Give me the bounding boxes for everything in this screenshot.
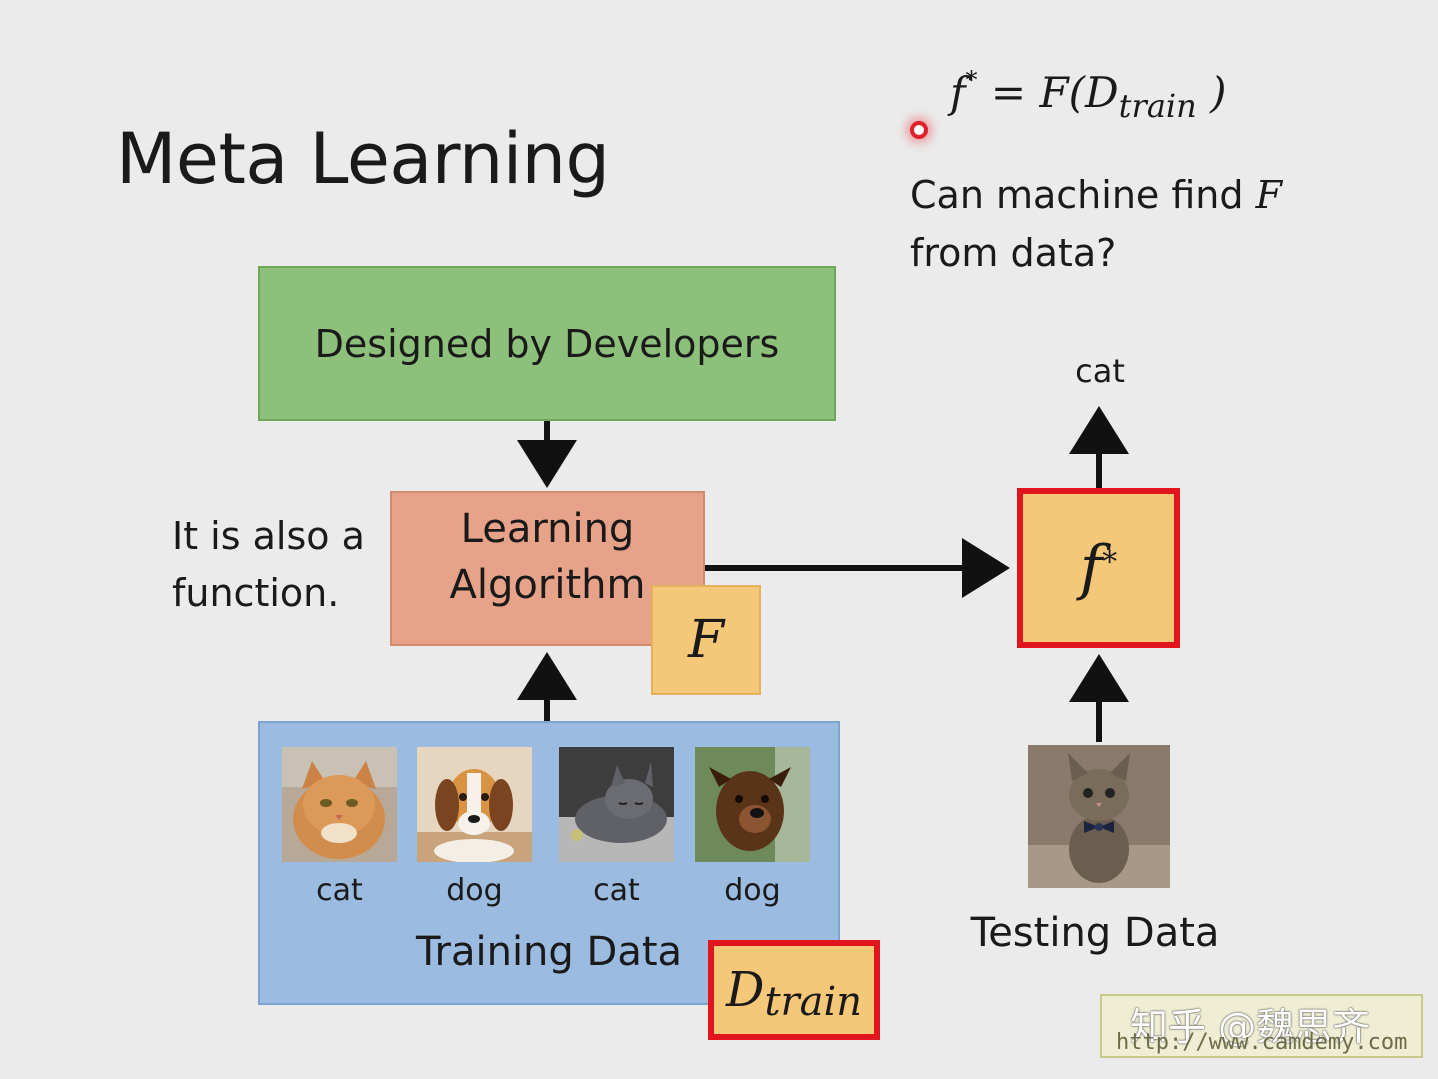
training-label-3: cat	[593, 873, 640, 908]
also-function-line-2: function.	[172, 571, 340, 615]
zhihu-watermark-text: 知乎 @魏思齐	[1130, 1005, 1371, 1049]
training-label-2: dog	[446, 873, 503, 908]
dtrain-base: D	[725, 962, 765, 1018]
dtrain-sub: train	[764, 979, 863, 1025]
formula-lhs: f	[950, 68, 966, 117]
training-dog-photo-1	[417, 747, 532, 862]
formula-lhs-sup: *	[965, 66, 978, 94]
f-star-box: f*	[1017, 488, 1180, 648]
training-data-label: Training Data	[415, 929, 683, 975]
formula-rhs-sub: train	[1118, 87, 1197, 125]
training-cat-photo-2	[559, 747, 674, 862]
learning-algorithm-line-1: Learning	[460, 505, 635, 552]
learning-algorithm-line-2: Algorithm	[449, 561, 646, 608]
also-a-function-text: It is also a function.	[172, 508, 365, 622]
question-line-2: from data?	[910, 231, 1117, 275]
designed-by-developers-label: Designed by Developers	[314, 321, 780, 366]
learning-algorithm-box: Learning Algorithm	[390, 491, 705, 646]
training-dog-photo-2	[695, 747, 810, 862]
training-cat-photo-1	[282, 747, 397, 862]
watermark-url: http://www.camdemy.com	[1116, 1030, 1408, 1055]
f-star-base: f	[1079, 533, 1103, 603]
formula-rhs-close: )	[1210, 68, 1227, 117]
also-function-line-1: It is also a	[172, 514, 365, 558]
designed-by-developers-box: Designed by Developers	[258, 266, 836, 421]
slide-title: Meta Learning	[116, 118, 610, 200]
F-symbol: F	[687, 610, 725, 670]
formula-rhs-open: = F(D	[990, 68, 1119, 117]
question-text: Can machine find F from data?	[910, 166, 1282, 282]
question-symbol-F: F	[1255, 173, 1282, 217]
training-label-4: dog	[724, 873, 781, 908]
laser-pointer-icon	[910, 121, 928, 139]
f-star-sup: *	[1102, 544, 1118, 580]
testing-kitten-photo	[1028, 745, 1170, 888]
question-line-1-text: Can machine find	[910, 173, 1244, 217]
formula-f-star: f* = F(Dtrain )	[950, 66, 1227, 125]
output-label-cat: cat	[1075, 352, 1125, 390]
training-label-1: cat	[316, 873, 363, 908]
testing-data-label: Testing Data	[970, 910, 1220, 956]
question-line-1: Can machine find F	[910, 166, 1282, 224]
camdemy-watermark	[1100, 994, 1423, 1058]
F-function-box: F	[651, 585, 761, 695]
